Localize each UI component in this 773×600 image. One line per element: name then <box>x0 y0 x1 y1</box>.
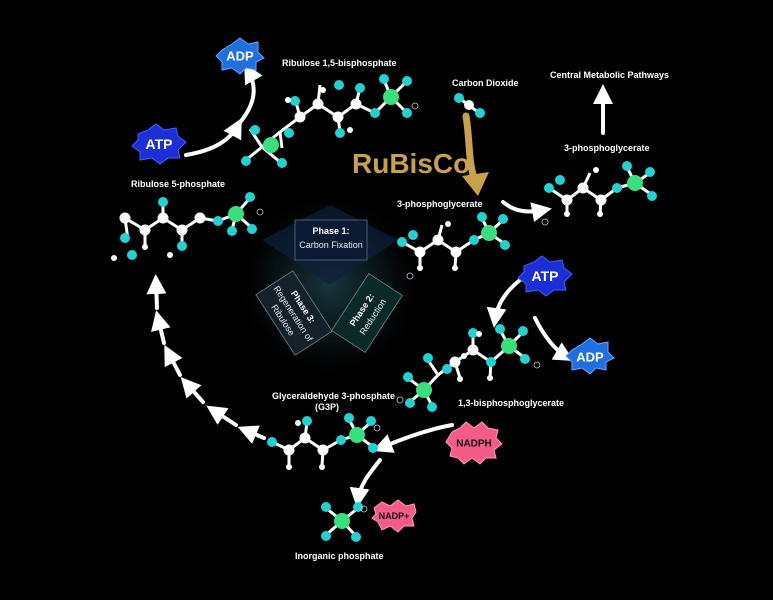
nadph-label: NADPH <box>456 439 492 450</box>
atp-right-label: ATP <box>532 268 559 284</box>
arrow-to-adp-right <box>533 316 574 362</box>
label-central-pathways: Central Metabolic Pathways <box>550 70 669 80</box>
molecule-3pg-top <box>544 161 657 217</box>
charge-markers <box>256 102 549 513</box>
cycle-arrows <box>184 63 613 508</box>
arrow-to-3pg-top <box>501 200 552 223</box>
label-rubp: Ribulose 1,5-bisphosphate <box>282 58 397 68</box>
molecule-rubp <box>241 74 412 168</box>
molecule-r5p <box>111 192 257 261</box>
phase-3-panel: Phase 3: Regeneration of Ribulose <box>255 270 333 356</box>
atp-left-label: ATP <box>146 136 173 152</box>
badge-nadp: NADP+ <box>371 499 417 533</box>
phase-1-subtitle: Carbon Fixation <box>299 240 363 250</box>
molecule-3pg-middle <box>397 212 510 271</box>
molecule-co2 <box>454 93 485 118</box>
label-bpg: 1,3-bisphosphoglycerate <box>458 398 564 408</box>
label-3pg-middle: 3-phosphoglycerate <box>397 199 483 209</box>
label-inorganic-phosphate: Inorganic phosphate <box>295 551 384 561</box>
regeneration-arrows <box>146 274 266 444</box>
adp-top-label: ADP <box>226 49 254 64</box>
label-co2: Carbon Dioxide <box>452 78 519 88</box>
nadp-label: NADP+ <box>379 511 410 521</box>
label-g3p-line2: (G3P) <box>315 402 339 412</box>
molecule-g3p <box>267 413 378 470</box>
label-3pg-top: 3-phosphoglycerate <box>564 143 650 153</box>
phase-1-title: Phase 1: <box>312 226 349 236</box>
arrow-atp-to-rubp <box>184 117 242 157</box>
molecule-bpg <box>403 324 530 412</box>
badge-atp-left: ATP <box>131 123 187 165</box>
badge-adp-right: ADP <box>565 337 615 375</box>
molecule-inorganic-phosphate <box>321 502 363 542</box>
phase-1-panel: Phase 1: Carbon Fixation <box>262 205 398 285</box>
badge-nadph: NADPH <box>445 421 503 465</box>
rubisco-arrow <box>462 112 489 196</box>
arrow-3pg-down <box>486 278 522 328</box>
label-r5p: Ribulose 5-phosphate <box>131 179 225 189</box>
rubisco-label: RuBisCo <box>352 148 470 179</box>
label-g3p-line1: Glyceraldehyde 3-phosphate <box>272 391 395 401</box>
arrow-nadph-to-g3p <box>372 423 454 453</box>
arrow-to-adp-top <box>236 63 263 127</box>
arrow-to-inorganic-phosphate <box>349 458 382 508</box>
badge-atp-right: ATP <box>517 255 573 297</box>
adp-right-label: ADP <box>576 350 604 365</box>
badge-adp-top: ADP <box>215 37 265 75</box>
